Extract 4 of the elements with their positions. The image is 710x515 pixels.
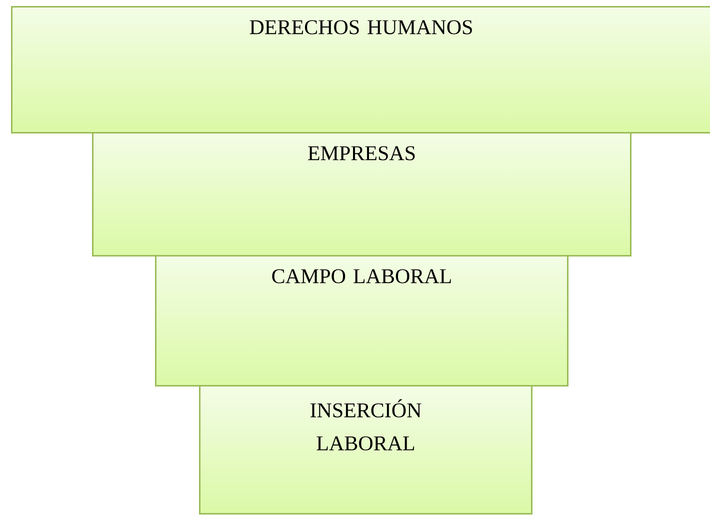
pyramid-box: CAMPO LABORAL: [155, 255, 568, 386]
pyramid-box: DERECHOS HUMANOS: [11, 6, 710, 134]
pyramid-box: INSERCIÓN LABORAL: [199, 385, 532, 514]
pyramid-box: EMPRESAS: [92, 132, 632, 256]
